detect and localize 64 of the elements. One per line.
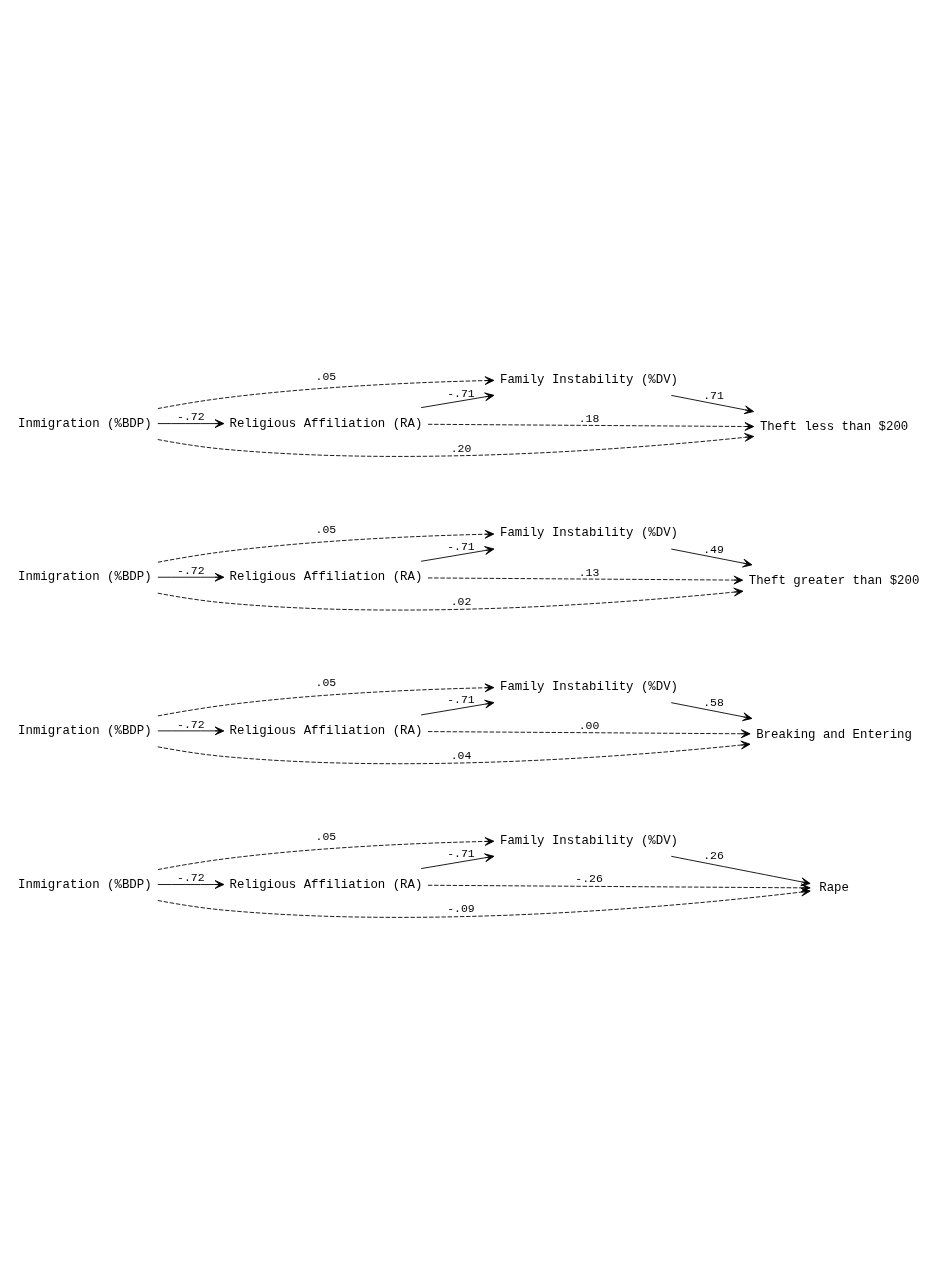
edge-label: .05 bbox=[315, 676, 337, 690]
node-text: Family Instability (%DV) bbox=[500, 526, 679, 541]
arrow bbox=[157, 880, 225, 889]
node-text: Religious Affiliation (RA) bbox=[229, 570, 423, 585]
arrow bbox=[670, 855, 811, 887]
edge-label: -.71 bbox=[447, 386, 475, 400]
edge-label: .58 bbox=[703, 695, 724, 709]
arrow bbox=[157, 726, 225, 736]
arrow bbox=[157, 837, 495, 870]
arrow bbox=[427, 575, 744, 585]
arrow bbox=[157, 887, 811, 918]
arrow bbox=[427, 883, 811, 893]
edge-label: -.72 bbox=[177, 410, 205, 424]
edge-label: -.71 bbox=[447, 846, 475, 860]
arrow bbox=[420, 546, 495, 562]
edge-label: .18 bbox=[578, 412, 600, 426]
arrow bbox=[670, 548, 753, 568]
node-text: Breaking and Entering bbox=[756, 727, 912, 742]
arrow bbox=[157, 740, 751, 765]
node-text: Theft greater than $200 bbox=[748, 574, 920, 589]
arrow bbox=[157, 376, 495, 409]
edge-label: -.71 bbox=[447, 540, 475, 554]
node-text: Religious Affiliation (RA) bbox=[229, 877, 423, 892]
edge-label: -.26 bbox=[575, 872, 603, 886]
edge-label: -.72 bbox=[177, 871, 205, 885]
edge-label: .05 bbox=[315, 829, 337, 843]
node-text: Family Instability (%DV) bbox=[500, 833, 679, 848]
node-text: Family Instability (%DV) bbox=[500, 679, 679, 694]
arrow bbox=[157, 419, 225, 428]
edge-label: .13 bbox=[578, 565, 600, 579]
arrow bbox=[157, 572, 225, 582]
edge-label: .02 bbox=[450, 594, 472, 608]
edge-label: -.09 bbox=[447, 902, 475, 916]
edge-label: -.72 bbox=[177, 717, 205, 731]
edge-label: -.71 bbox=[447, 692, 475, 706]
edge-label: -.72 bbox=[177, 564, 205, 578]
edge-label: .05 bbox=[315, 523, 337, 537]
node-text: Inmigration (%BDP) bbox=[18, 570, 152, 585]
arrow bbox=[157, 432, 755, 457]
arrow bbox=[427, 422, 755, 431]
node-text: Family Instability (%DV) bbox=[500, 372, 679, 387]
node-text: Inmigration (%BDP) bbox=[18, 724, 152, 739]
edge-label: .04 bbox=[450, 748, 472, 762]
arrow bbox=[420, 853, 495, 870]
node-text: Religious Affiliation (RA) bbox=[229, 416, 423, 431]
edge-label: .00 bbox=[578, 718, 600, 732]
edge-label: .05 bbox=[315, 369, 337, 383]
arrow bbox=[157, 529, 495, 563]
arrow bbox=[420, 392, 495, 409]
arrow bbox=[670, 702, 753, 722]
node-text: Rape bbox=[819, 881, 849, 896]
arrow bbox=[420, 699, 495, 716]
edge-label: .71 bbox=[703, 389, 724, 403]
arrow bbox=[427, 729, 751, 739]
node-text: Theft less than $200 bbox=[759, 420, 909, 435]
arrow bbox=[157, 683, 495, 717]
node-text: Inmigration (%BDP) bbox=[18, 416, 152, 431]
arrow bbox=[157, 587, 744, 611]
node-text: Inmigration (%BDP) bbox=[18, 877, 152, 892]
edge-label: .49 bbox=[703, 542, 724, 556]
node-text: Religious Affiliation (RA) bbox=[229, 724, 423, 739]
arrow bbox=[670, 394, 755, 415]
edge-label: .20 bbox=[450, 442, 472, 456]
edge-label: .26 bbox=[703, 849, 724, 863]
